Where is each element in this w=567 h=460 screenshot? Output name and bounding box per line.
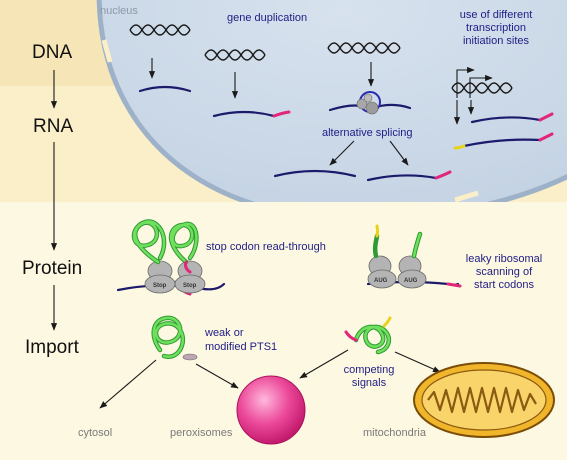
ribosome-icon: AUG (367, 255, 397, 289)
label-stop-codon: stop codon read-through (206, 241, 326, 253)
pts-tag (272, 110, 291, 118)
mrna-strand-icon (366, 174, 438, 182)
label-leaky-scanning: leaky ribosomal scanning of start codons (466, 253, 542, 291)
arrow (99, 359, 157, 409)
label-competing-signals: competing signals (344, 364, 395, 389)
dna-double-helix-icon (451, 82, 513, 94)
dna-double-helix-icon (327, 42, 401, 54)
pts-tag (538, 132, 554, 142)
ribosome-icon: Stop (174, 260, 206, 294)
nucleus-label: nucleus (100, 5, 138, 17)
arrow (394, 351, 441, 373)
svg-text:Stop: Stop (183, 283, 197, 289)
mrna-strand-icon (212, 110, 276, 118)
svg-text:leaky ribosomal: leaky ribosomal (466, 253, 542, 265)
svg-text:AUG: AUG (374, 278, 388, 284)
stop-codon-readthrough: Stop Stop (116, 219, 226, 296)
mrna-strand-icon (462, 138, 542, 148)
dna-double-helix-icon (129, 24, 191, 36)
transcription-start-arrow (456, 66, 475, 98)
label-transcription-sites: use of different transcription initiatio… (460, 9, 533, 47)
ribosome-icon: AUG (397, 255, 427, 289)
stage-import: Import (25, 337, 80, 358)
mrna-strand-icon (138, 85, 192, 93)
nucleus (96, 0, 567, 202)
svg-text:AUG: AUG (404, 278, 418, 284)
protein-coil-icon (151, 315, 198, 361)
arrow (299, 349, 349, 379)
stage-rna: RNA (33, 116, 73, 137)
pts-tag (538, 112, 554, 122)
arrow (329, 140, 355, 166)
mrna-strand-icon (273, 169, 357, 178)
leaky-scanning: AUG AUG (366, 224, 462, 289)
spliceosome-icon (328, 91, 412, 115)
svg-text:initiation sites: initiation sites (463, 35, 530, 47)
label-alternative-splicing: alternative splicing (322, 127, 413, 139)
svg-text:signals: signals (352, 377, 387, 389)
stage-protein: Protein (22, 258, 82, 279)
protein-coil-icon (344, 316, 392, 355)
label-cytosol: cytosol (78, 427, 112, 439)
protein-coil-icon (131, 219, 167, 265)
svg-text:transcription: transcription (466, 22, 526, 34)
mitochondrion-icon (413, 362, 555, 438)
svg-text:modified PTS1: modified PTS1 (205, 341, 277, 353)
svg-text:start codons: start codons (474, 279, 534, 291)
svg-text:competing: competing (344, 364, 395, 376)
start-tag (453, 144, 466, 150)
stage-dna: DNA (32, 42, 72, 63)
peroxisome-icon (236, 375, 306, 445)
label-gene-duplication: gene duplication (227, 12, 307, 24)
mrna-strand-icon (470, 116, 542, 124)
arrow (389, 140, 409, 166)
svg-text:use of different: use of different (460, 9, 533, 21)
transcription-start-arrow (469, 74, 493, 98)
svg-text:weak or: weak or (204, 327, 244, 339)
pts-tag (434, 170, 452, 180)
protein-coil-icon (168, 221, 199, 274)
svg-text:Stop: Stop (153, 283, 167, 289)
label-weak-pts1: weak or modified PTS1 (204, 327, 277, 353)
arrow (195, 363, 239, 389)
label-peroxisomes: peroxisomes (170, 427, 233, 439)
label-mitochondria: mitochondria (363, 427, 427, 439)
dna-double-helix-icon (204, 49, 266, 61)
ribosome-icon: Stop (144, 260, 176, 294)
svg-text:scanning of: scanning of (476, 266, 533, 278)
